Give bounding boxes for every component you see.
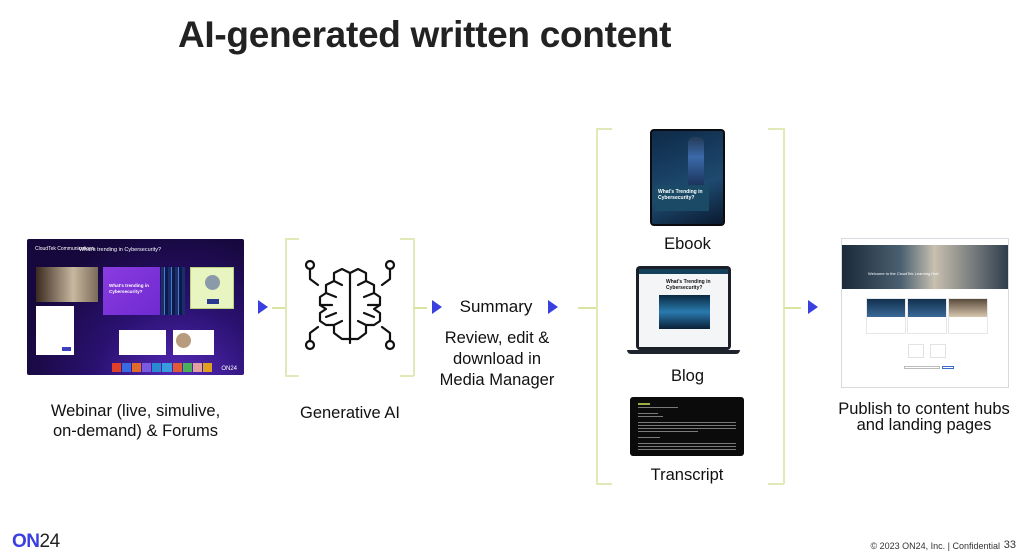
webinar-cta-card	[190, 267, 234, 309]
bracket-left	[596, 128, 598, 484]
summary-line3: Media Manager	[439, 371, 555, 389]
summary-line1: Review, edit &	[444, 329, 550, 347]
logo-on: ON	[12, 531, 40, 552]
summary-line2: download in	[452, 350, 542, 368]
webinar-resources-panel	[119, 330, 166, 355]
source-label-line1: Webinar (live, simulive,	[50, 402, 221, 420]
webinar-brand: CloudTek Communications	[35, 246, 95, 252]
bracket-tick	[400, 238, 414, 240]
ebook-thumbnail: What's Trending in Cybersecurity?	[650, 129, 725, 226]
blog-thumbnail: What's Trending in Cybersecurity?	[627, 266, 740, 354]
ebook-label: Ebook	[664, 235, 711, 253]
connector-line	[272, 307, 286, 309]
webinar-logo: ON24	[221, 366, 237, 372]
flow-arrow-3	[548, 300, 558, 314]
webinar-poll-panel	[36, 306, 74, 355]
summary-title: Summary	[459, 297, 533, 316]
blog-label: Blog	[670, 367, 705, 385]
content-hub-thumbnail: Welcome to the CloudTek Learning Hub	[841, 238, 1009, 388]
bracket-tick	[596, 128, 612, 130]
webinar-servers-image	[161, 267, 185, 315]
logo-num: 24	[39, 531, 61, 552]
connector-line	[414, 307, 427, 309]
webinar-speaker-panel	[173, 330, 214, 355]
bracket-tick	[285, 238, 299, 240]
webinar-promo-text: What's trending in Cybersecurity?	[109, 283, 149, 294]
transcript-thumbnail	[630, 397, 744, 456]
page-number: 33	[1003, 539, 1016, 551]
bracket-tick	[400, 375, 414, 377]
webinar-thumbnail: CloudTek Communications What's trending …	[27, 239, 244, 375]
copyright-text: © 2023 ON24, Inc. | Confidential	[870, 541, 1000, 551]
webinar-promo-panel: What's trending in Cybersecurity?	[103, 267, 160, 315]
publish-label-line1: Publish to content hubs	[838, 400, 1010, 418]
bracket-tick	[596, 483, 612, 485]
connector-line	[784, 307, 801, 309]
connector-line	[578, 307, 596, 309]
source-label: Webinar (live, simulive, on-demand) & Fo…	[27, 401, 244, 441]
webinar-event-title: What's trending in Cybersecurity?	[79, 247, 162, 253]
bracket-left	[285, 238, 287, 376]
on24-logo: ON24	[12, 531, 60, 553]
bracket-right	[783, 128, 785, 484]
flow-arrow-1	[258, 300, 268, 314]
summary-description: Review, edit & download in Media Manager	[425, 328, 569, 391]
hub-hero-text: Welcome to the CloudTek Learning Hub	[868, 271, 939, 276]
publish-label-line2: and landing pages	[856, 416, 992, 434]
webinar-tool-dock	[112, 363, 212, 372]
brain-circuit-icon	[304, 259, 396, 351]
blog-headline: What's Trending in Cybersecurity?	[666, 279, 711, 291]
bracket-tick	[285, 375, 299, 377]
ebook-cover-title: What's Trending in Cybersecurity?	[658, 189, 703, 201]
bracket-right	[413, 238, 415, 376]
flow-arrow-4	[808, 300, 818, 314]
bracket-tick	[768, 128, 784, 130]
transcript-label: Transcript	[650, 466, 724, 484]
publish-label: Publish to content hubs and landing page…	[820, 400, 1024, 434]
bracket-tick	[768, 483, 784, 485]
ai-label: Generative AI	[300, 404, 400, 422]
webinar-video-panel	[36, 267, 98, 302]
slide-title: AI-generated written content	[178, 14, 672, 55]
source-label-line2: on-demand) & Forums	[52, 422, 219, 440]
flow-arrow-2	[432, 300, 442, 314]
